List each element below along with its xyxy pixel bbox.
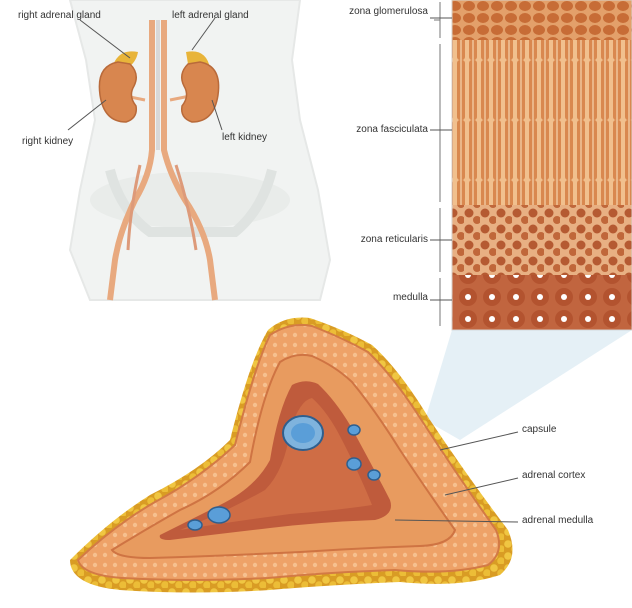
- label-left-kidney: left kidney: [222, 132, 267, 144]
- label-right-adrenal-gland: right adrenal gland: [18, 10, 101, 22]
- label-medulla: medulla: [300, 292, 428, 304]
- body-silhouette: [70, 0, 330, 300]
- label-zona-reticularis: zona reticularis: [300, 234, 428, 246]
- zone-brackets: [434, 2, 440, 326]
- label-right-kidney: right kidney: [22, 136, 73, 148]
- label-left-adrenal-gland: left adrenal gland: [172, 10, 249, 22]
- label-adrenal-cortex: adrenal cortex: [522, 470, 585, 482]
- histology-section: [452, 0, 632, 330]
- label-zona-fasciculata: zona fasciculata: [300, 124, 428, 136]
- label-adrenal-medulla: adrenal medulla: [522, 515, 593, 527]
- label-capsule: capsule: [522, 424, 556, 436]
- label-zona-glomerulosa: zona glomerulosa: [300, 6, 428, 18]
